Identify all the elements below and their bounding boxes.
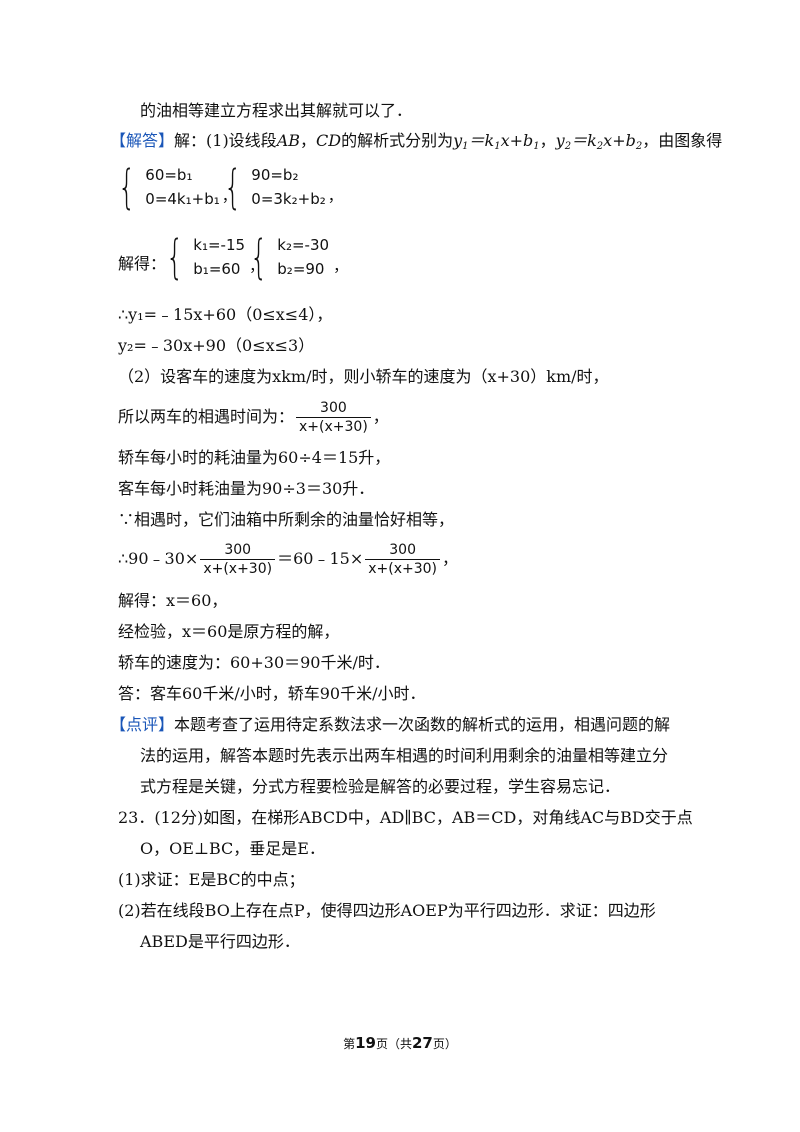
footer-pre: 第: [343, 1037, 356, 1051]
sep: ，: [300, 131, 317, 150]
y2-line: y₂=﹣30x+90（0≤x≤3）: [118, 336, 315, 355]
comma: ，: [372, 407, 389, 426]
sys-sep-1: ，: [221, 186, 237, 205]
page-total: 27: [412, 1034, 433, 1052]
sys3-eq1: k₁=-15: [193, 236, 246, 254]
eq-part-a: ∴90﹣30×: [118, 549, 199, 568]
check-line: 经检验，x＝60是原方程的解，: [118, 622, 340, 641]
q23-line-5: ABED是平行四边形．: [140, 932, 300, 951]
page-number: 19: [355, 1034, 376, 1052]
frac-num: 300: [320, 399, 347, 416]
answer-intro: 【解答】解：(1)设线段AB，CD的解析式分别为y1＝k1x+b1，y2＝k2x…: [110, 131, 723, 152]
eq-y2: y2＝k2x+b2: [555, 131, 643, 152]
sys-sep-2: ，: [327, 186, 343, 205]
sys1-eq2: 0=4k₁+b₁: [145, 190, 220, 208]
because-line: ∵相遇时，它们油箱中所剩余的油量恰好相等，: [118, 510, 455, 529]
comment-tag: 【点评】: [110, 715, 175, 734]
eq-part-b: ＝60﹣15×: [277, 549, 364, 568]
frac-den: x+(x+30): [296, 416, 371, 436]
comment-line-2: 法的运用，解答本题时先表示出两车相遇的时间利用剩余的油量相等建立分: [140, 746, 669, 765]
y1-line: ∴y₁=﹣15x+60（0≤x≤4），: [118, 305, 333, 324]
comment-line-3: 式方程是关键，分式方程要检验是解答的必要过程，学生容易忘记．: [140, 777, 621, 796]
line-1: 的油相等建立方程求出其解就可以了．: [140, 101, 413, 120]
frac1-num: 300: [224, 541, 252, 558]
q23-line-2: O，OE⊥BC，垂足是E．: [140, 839, 325, 858]
answer-text-c: ，由图象得: [642, 131, 723, 150]
page-footer: 第19页（共27页）: [0, 1034, 800, 1052]
answer-text-a: 解：(1)设线段: [174, 131, 277, 150]
comment-text-1: 本题考查了运用待定系数法求一次函数的解析式的运用，相遇问题的解: [174, 715, 671, 734]
footer-post: 页）: [432, 1037, 457, 1051]
sys-sep-3: ，: [249, 256, 265, 275]
bus-oil-line: 客车每小时耗油量为90÷3＝30升．: [118, 479, 375, 498]
sys-sep-4: ，: [333, 256, 349, 275]
sys1-eq1: 60=b₁: [145, 166, 193, 184]
solve-label: 解得：: [118, 254, 167, 273]
meet-time-label: 所以两车的相遇时间为：: [118, 407, 295, 426]
seg-ab: AB: [276, 131, 300, 150]
footer-mid: 页（共: [375, 1037, 412, 1051]
frac2-den: x+(x+30): [365, 558, 441, 578]
q23-line-1: 23．(12分)如图，在梯形ABCD中，AD∥BC，AB＝CD，对角线AC与BD…: [118, 808, 693, 827]
frac2-num: 300: [389, 541, 416, 558]
comment-line-1: 【点评】本题考查了运用待定系数法求一次函数的解析式的运用，相遇问题的解: [110, 714, 670, 736]
part2-line: （2）设客车的速度为xkm/时，则小轿车的速度为（x+30）km/时，: [118, 367, 609, 386]
answer-tag: 【解答】: [110, 131, 175, 150]
q23-line-3: (1)求证：E是BC的中点；: [118, 870, 305, 889]
eq-part-c: ，: [442, 549, 459, 568]
eq-y1: y1＝k1x+b1: [453, 131, 540, 152]
q23-line-4: (2)若在线段BO上存在点P，使得四边形AOEP为平行四边形．求证：四边形: [118, 901, 656, 920]
sys4-eq1: k₂=-30: [277, 236, 330, 254]
seg-cd: CD: [316, 131, 342, 150]
car-oil-line: 轿车每小时的耗油量为60÷4＝15升，: [118, 448, 391, 467]
answer-line: 答：客车60千米/小时，轿车90千米/小时．: [118, 684, 426, 703]
sys2-eq1: 90=b₂: [251, 166, 299, 184]
solution-x-line: 解得：x＝60，: [118, 591, 228, 610]
car-speed-line: 轿车的速度为：60+30＝90千米/时．: [118, 653, 390, 672]
sys2-eq2: 0=3k₂+b₂: [251, 190, 326, 208]
sys4-eq2: b₂=90: [277, 260, 325, 278]
frac1-den: x+(x+30): [200, 558, 276, 578]
answer-text-b: 的解析式分别为: [341, 131, 454, 150]
sys3-eq2: b₁=60: [193, 260, 241, 278]
